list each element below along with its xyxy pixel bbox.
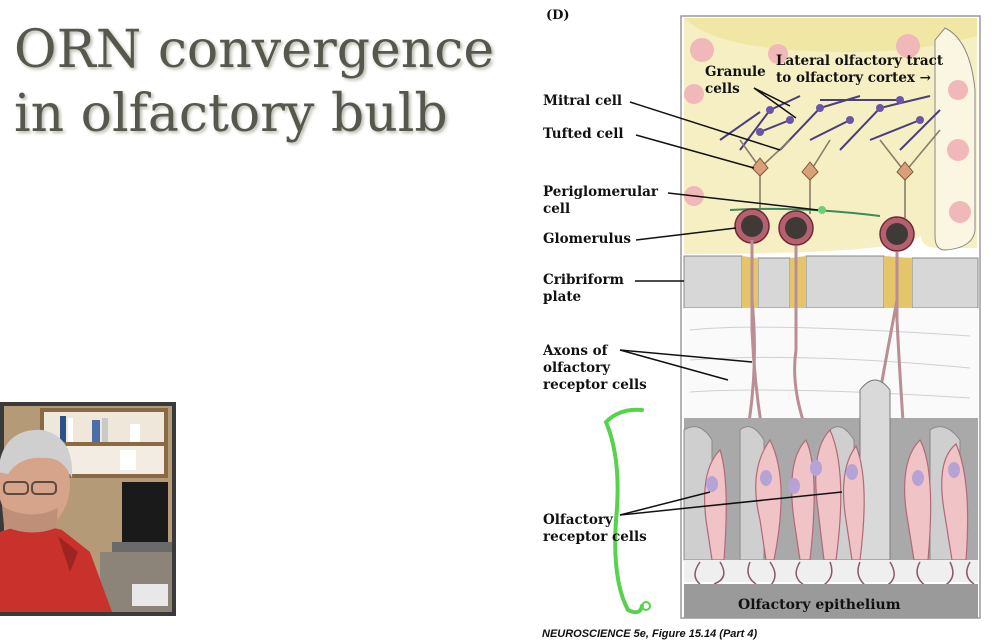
label-olfactory-epithelium: Olfactory epithelium: [738, 597, 901, 613]
green-annotation-bracket: [603, 407, 644, 615]
mitral-cell-bodies: [751, 157, 914, 181]
leader-lines: [619, 87, 843, 516]
slide-title: ORN convergence in olfactory bulb: [14, 18, 494, 146]
figure-panel-label: (D): [546, 8, 570, 23]
presenter-webcam-icon: [0, 402, 176, 616]
label-olfactory-receptor-cells: Olfactory receptor cells: [543, 512, 647, 545]
label-glomerulus: Glomerulus: [543, 231, 632, 247]
lamina-propria: [684, 308, 978, 418]
label-tufted-cell: Tufted cell: [543, 126, 624, 142]
pink-cell-2: [768, 44, 788, 64]
granule-cells: [756, 96, 924, 136]
pink-cell-5: [947, 139, 969, 161]
pink-cell-6: [949, 201, 971, 223]
label-mitral-cell: Mitral cell: [543, 93, 623, 109]
label-lateral-olfactory-tract: Lateral olfactory tract to olfactory cor…: [776, 53, 944, 86]
figure-caption: NEUROSCIENCE 5e, Figure 15.14 (Part 4): [542, 628, 758, 640]
olfactory-bulb: [684, 18, 977, 254]
presenter-video: [0, 402, 176, 616]
glomeruli: [734, 208, 915, 252]
mucus-layer: [684, 560, 978, 582]
label-cribriform-plate: Cribriform plate: [543, 272, 624, 305]
pink-cell-1: [690, 38, 714, 62]
label-periglomerular-cell: Periglomerular cell: [543, 184, 658, 217]
cribriform-plate: [683, 255, 979, 309]
label-axons-of-receptor-cells: Axons of olfactory receptor cells: [543, 343, 647, 393]
green-annotation-dot: [641, 601, 651, 611]
pink-cell-7: [684, 84, 704, 104]
bowmans-gland: [859, 379, 891, 561]
epithelium-label-band: [684, 584, 978, 618]
pink-cell-4: [948, 80, 968, 100]
pink-cell-3: [896, 34, 920, 58]
cilia: [694, 561, 975, 587]
periglomerular-cell: [818, 206, 826, 214]
slide-title-line1: ORN convergence: [14, 20, 495, 80]
slide-title-line2: in olfactory bulb: [14, 84, 448, 144]
receptor-nuclei: [706, 460, 960, 494]
mitral-tufted-dendrites: [739, 129, 941, 218]
label-granule-cells: Granule cells: [705, 64, 766, 97]
